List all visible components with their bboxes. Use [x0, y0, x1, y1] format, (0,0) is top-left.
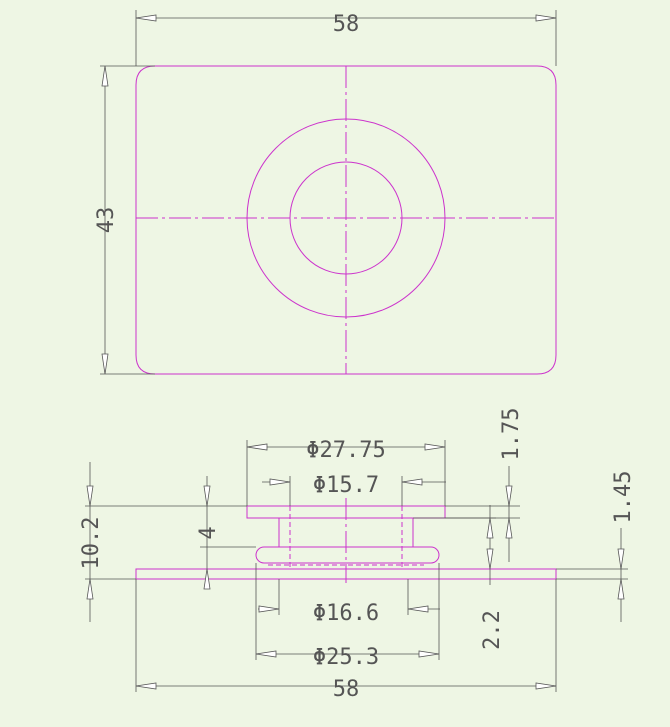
- cap-thickness-label: 1.75: [499, 408, 524, 461]
- top-view-outline: [135, 65, 557, 375]
- arrowhead: [101, 65, 109, 87]
- arrowhead: [101, 353, 109, 375]
- step-height-label: 4: [196, 526, 221, 539]
- dia-inner-top-label: Φ15.7: [313, 473, 379, 498]
- dia-outer-bottom-label: Φ25.3: [313, 645, 379, 670]
- dia-inner-top-dimension: Φ15.7: [262, 473, 446, 506]
- lower-flange: [255, 546, 440, 564]
- arrowhead: [258, 605, 280, 613]
- arrowhead: [203, 568, 211, 590]
- arrowhead: [269, 478, 291, 486]
- arrowhead: [505, 485, 513, 507]
- gap-label: 2.2: [480, 610, 505, 650]
- dia-outer-top-dimension: Φ27.75: [246, 438, 446, 506]
- arrowhead: [418, 650, 440, 658]
- top-width-label: 58: [333, 12, 360, 37]
- top-width-dimension: 58: [135, 10, 557, 66]
- gap-dimension: 2.2: [413, 505, 505, 650]
- dia-outer-top-label: Φ27.75: [306, 438, 385, 463]
- top-view: [135, 65, 557, 375]
- arrowhead: [246, 443, 268, 451]
- arrowhead: [486, 548, 494, 570]
- dia-inner-bottom-label: Φ16.6: [313, 601, 379, 626]
- arrowhead: [255, 650, 277, 658]
- total-height-label: 10.2: [79, 517, 104, 570]
- arrowhead: [486, 517, 494, 539]
- cap-thickness-dimension: 1.75: [445, 408, 524, 562]
- arrowhead: [407, 605, 429, 613]
- total-height-dimension: 10.2: [79, 462, 247, 622]
- arrowhead: [505, 517, 513, 539]
- arrowhead: [535, 682, 557, 690]
- top-height-dimension: 43: [94, 65, 155, 375]
- arrowhead: [203, 485, 211, 507]
- arrowhead: [617, 578, 625, 600]
- base-width-dimension: 58: [135, 579, 557, 702]
- arrowhead: [86, 485, 94, 507]
- arrowhead: [135, 14, 157, 22]
- arrowhead: [135, 682, 157, 690]
- base-width-label: 58: [333, 677, 360, 702]
- arrowhead: [535, 14, 557, 22]
- dia-outer-bottom-dimension: Φ25.3: [255, 563, 440, 670]
- arrowhead: [424, 443, 446, 451]
- arrowhead: [86, 578, 94, 600]
- arrowhead: [401, 478, 423, 486]
- step-height-dimension: 4: [196, 476, 256, 590]
- plate-thickness-label: 1.45: [611, 471, 636, 524]
- side-view: [135, 498, 557, 583]
- dia-inner-bottom-dimension: Φ16.6: [258, 579, 440, 626]
- plate-thickness-dimension: 1.45: [556, 471, 636, 622]
- top-height-label: 43: [94, 207, 119, 234]
- arrowhead: [617, 548, 625, 570]
